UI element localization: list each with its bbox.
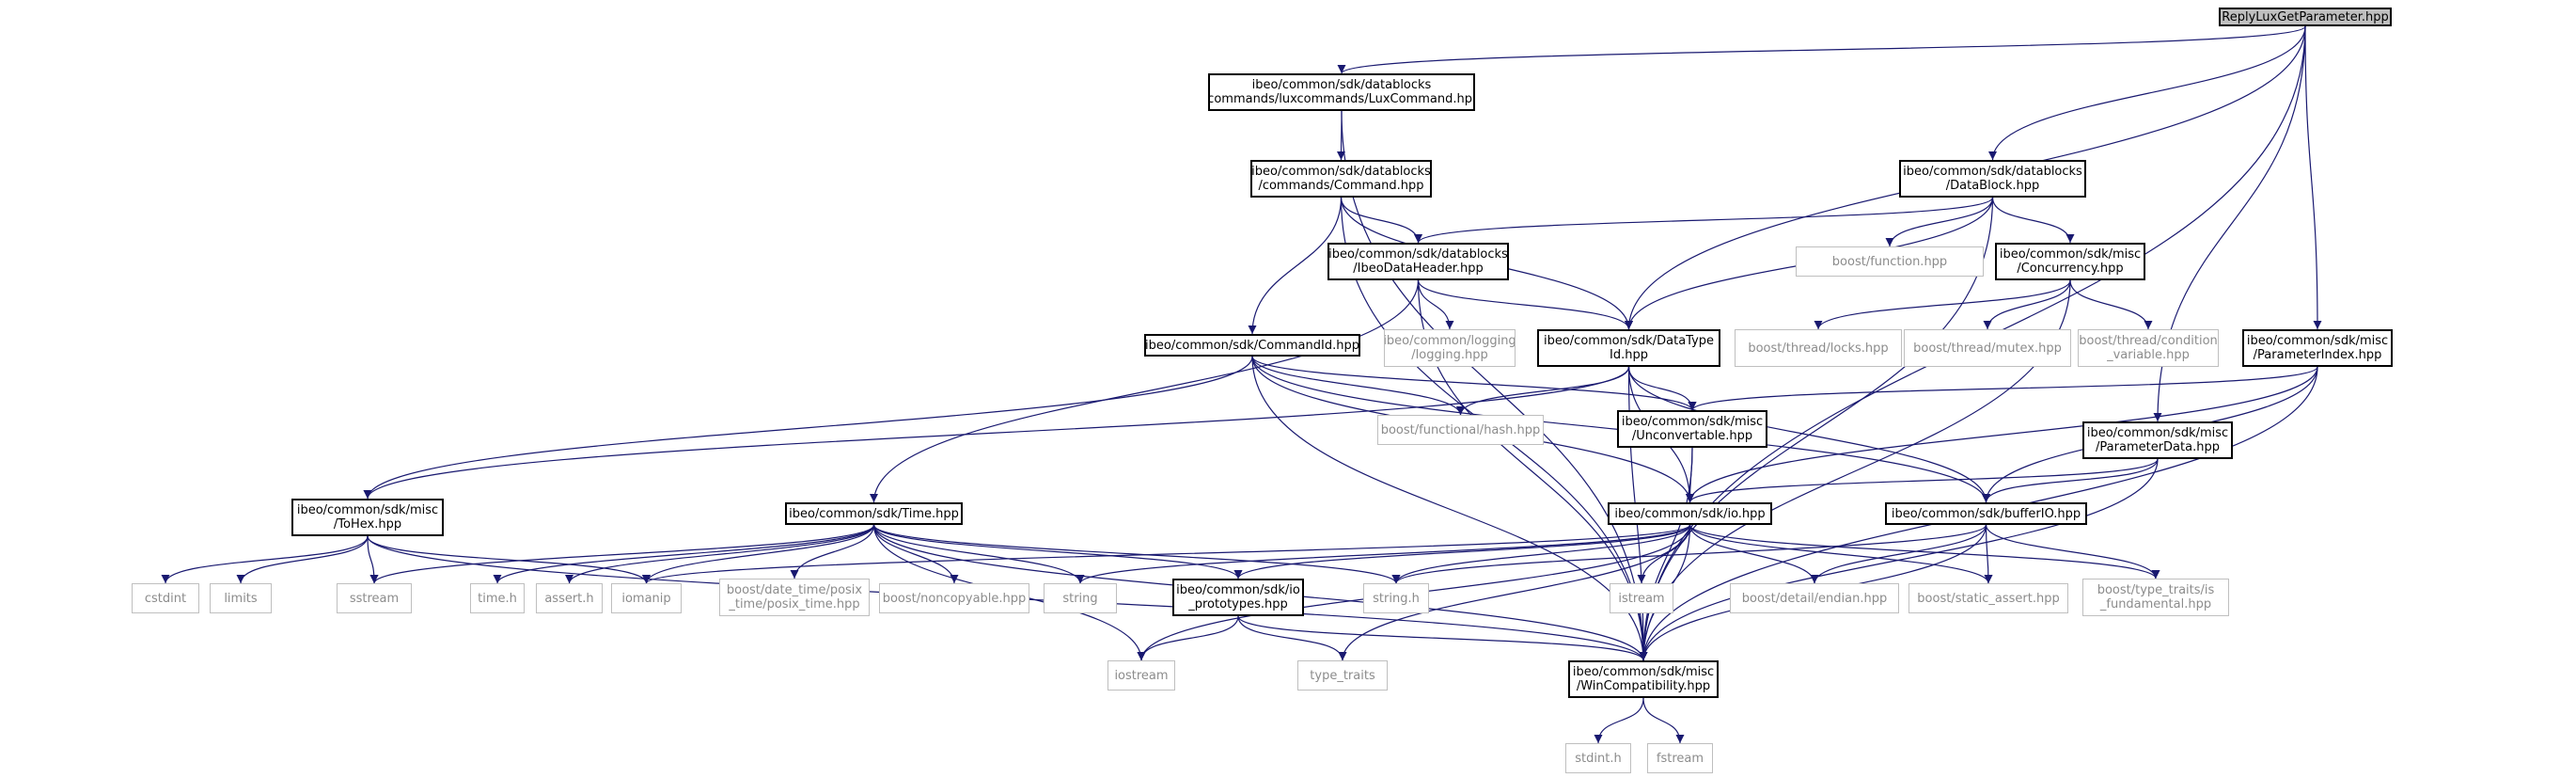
edge-wincompat-to-stdinth <box>1594 697 1644 744</box>
node-boost-thread-condition-variable: boost/thread/condition _variable.hpp <box>2078 329 2219 367</box>
edge-tohex-to-limits <box>236 535 369 584</box>
node-string: string <box>1044 583 1117 613</box>
edge-concurrency-to-mutex <box>1983 279 2071 330</box>
node-io-prototypes[interactable]: ibeo/common/sdk/io _prototypes.hpp <box>1172 579 1304 616</box>
node-wincompatibility[interactable]: ibeo/common/sdk/misc /WinCompatibility.h… <box>1568 660 1719 698</box>
edge-concurrency-to-locks <box>1814 279 2071 330</box>
edge-io-to-endian <box>1689 524 1819 584</box>
edge-io-to-staticassert <box>1689 524 1993 584</box>
edge-bufferio-to-endian <box>1810 524 1987 584</box>
node-root-replyluxgetparameter[interactable]: ReplyLuxGetParameter.hpp <box>2219 8 2392 26</box>
node-string-h: string.h <box>1363 583 1429 613</box>
edge-parameterindex-to-io <box>1686 366 2318 503</box>
node-parameterindex[interactable]: ibeo/common/sdk/misc /ParameterIndex.hpp <box>2242 329 2393 367</box>
edge-datablock-to-boostfunction <box>1885 197 1994 247</box>
edge-time-to-timeh <box>493 524 875 584</box>
node-commandid[interactable]: ibeo/common/sdk/CommandId.hpp <box>1144 334 1360 357</box>
edge-bufferio-to-stringh <box>1391 524 1987 584</box>
node-iostream: iostream <box>1107 660 1175 691</box>
edge-unconvertable-to-wincompat <box>1639 447 1693 661</box>
edge-command-to-ibeodataheader <box>1340 197 1422 244</box>
node-istream: istream <box>1610 583 1673 613</box>
edge-time-to-stringh <box>872 524 1401 584</box>
node-bufferio[interactable]: ibeo/common/sdk/bufferIO.hpp <box>1885 502 2087 525</box>
node-io[interactable]: ibeo/common/sdk/io.hpp <box>1608 502 1772 525</box>
edge-tohex-to-iomanip <box>367 535 651 584</box>
node-boost-noncopyable: boost/noncopyable.hpp <box>879 583 1029 613</box>
edge-io-to-iomanip <box>642 524 1691 584</box>
node-datatypeid[interactable]: ibeo/common/sdk/DataType Id.hpp <box>1537 329 1720 367</box>
node-command[interactable]: ibeo/common/sdk/datablocks /commands/Com… <box>1250 160 1432 198</box>
node-boost-is-fundamental: boost/type_traits/is _fundamental.hpp <box>2082 579 2229 616</box>
edge-time-to-ioprototypes <box>872 524 1243 580</box>
node-boost-thread-mutex: boost/thread/mutex.hpp <box>1904 329 2071 367</box>
edge-concurrency-to-condvar <box>2069 279 2153 330</box>
node-assert-h: assert.h <box>536 583 603 613</box>
edge-ioprototypes-to-typetraits <box>1237 615 1347 661</box>
node-concurrency[interactable]: ibeo/common/sdk/misc /Concurrency.hpp <box>1995 243 2145 280</box>
edge-datablock-to-wincompat <box>1639 197 1994 661</box>
edge-io-to-string <box>1076 524 1691 584</box>
edge-datatypeid-to-bufferio <box>1627 366 1990 503</box>
edge-commandid-to-hash <box>1251 356 1465 416</box>
node-fstream: fstream <box>1647 743 1713 773</box>
edge-bufferio-to-staticassert <box>1984 524 1993 584</box>
edge-ibeodataheader-to-time <box>870 279 1420 503</box>
node-boost-functional-hash: boost/functional/hash.hpp <box>1377 415 1544 445</box>
edge-parameterdata-to-io <box>1686 458 2159 503</box>
edge-root-to-parameterindex <box>2304 25 2322 330</box>
node-boost-static-assert: boost/static_assert.hpp <box>1908 583 2068 613</box>
edge-time-to-string <box>872 524 1085 584</box>
node-boost-detail-endian: boost/detail/endian.hpp <box>1730 583 1899 613</box>
edge-root-to-datablock <box>1988 25 2306 161</box>
edge-parameterindex-to-unconvertable <box>1688 366 2318 411</box>
edge-parameterdata-to-bufferio <box>1982 458 2159 503</box>
edge-io-to-isfundamental <box>1689 524 2160 580</box>
node-tohex[interactable]: ibeo/common/sdk/misc /ToHex.hpp <box>291 499 444 536</box>
node-iomanip: iomanip <box>611 583 682 613</box>
edge-datatypeid-to-tohex <box>363 366 1630 500</box>
edge-root-to-luxcommand <box>1337 25 2306 74</box>
edge-parameterdata-to-wincompat <box>1639 458 2159 661</box>
edge-wincompat-to-fstream <box>1642 697 1685 744</box>
edge-time-to-iomanip <box>642 524 875 584</box>
node-luxcommand[interactable]: ibeo/common/sdk/datablocks /commands/lux… <box>1208 73 1475 111</box>
edge-ioprototypes-to-iostream <box>1137 615 1239 661</box>
node-time[interactable]: ibeo/common/sdk/Time.hpp <box>785 502 963 525</box>
node-unconvertable[interactable]: ibeo/common/sdk/misc /Unconvertable.hpp <box>1617 410 1767 448</box>
node-logging: ibeo/common/logging /logging.hpp <box>1384 329 1516 367</box>
edge-command-to-commandid <box>1248 197 1343 335</box>
edge-ibeodataheader-to-datatypeid <box>1417 279 1633 330</box>
edge-datablock-to-concurrency <box>1991 197 2075 244</box>
node-stdint-h: stdint.h <box>1565 743 1631 773</box>
node-boost-thread-locks: boost/thread/locks.hpp <box>1735 329 1902 367</box>
edge-layer <box>161 25 2322 744</box>
node-parameterdata[interactable]: ibeo/common/sdk/misc /ParameterData.hpp <box>2082 421 2233 459</box>
node-sstream: sstream <box>337 583 412 613</box>
node-boost-function: boost/function.hpp <box>1796 246 1984 277</box>
edge-tohex-to-cstdint <box>161 535 369 584</box>
edge-io-to-stringh <box>1391 524 1691 584</box>
node-type-traits: type_traits <box>1297 660 1388 691</box>
edge-io-to-ioprototypes <box>1233 524 1691 580</box>
node-datablock[interactable]: ibeo/common/sdk/datablocks /DataBlock.hp… <box>1899 160 2086 198</box>
node-ibeodataheader[interactable]: ibeo/common/sdk/datablocks /IbeoDataHead… <box>1327 243 1509 280</box>
edge-time-to-noncopyable <box>872 524 959 584</box>
edge-commandid-to-unconvertable <box>1251 356 1697 411</box>
edge-ioprototypes-to-wincompat <box>1237 615 1648 661</box>
edge-ibeodataheader-to-logging <box>1417 279 1454 330</box>
edge-time-to-asserth <box>565 524 875 584</box>
node-boost-posix-time: boost/date_time/posix _time/posix_time.h… <box>719 579 870 616</box>
node-time-h: time.h <box>470 583 525 613</box>
edge-bufferio-to-isfundamental <box>1985 524 2160 580</box>
edge-time-to-sstream <box>369 524 875 584</box>
node-cstdint: cstdint <box>132 583 199 613</box>
edge-io-to-typetraits <box>1338 524 1691 661</box>
edge-datatypeid-to-hash <box>1456 366 1630 416</box>
edge-time-to-posixtime <box>790 524 875 580</box>
edge-datablock-to-ibeodataheader <box>1414 197 1994 244</box>
edge-commandid-to-tohex <box>363 356 1253 500</box>
node-limits: limits <box>210 583 272 613</box>
